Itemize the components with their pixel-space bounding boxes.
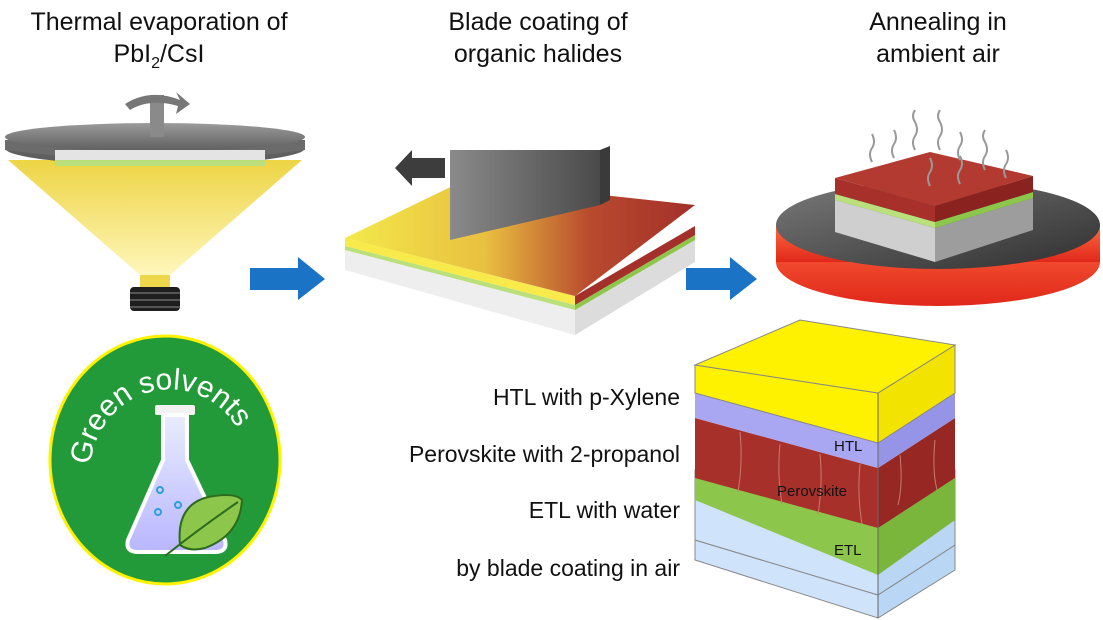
step1-title-line2: PbI2/CsI <box>113 40 205 72</box>
green-solvents-badge <box>48 334 282 586</box>
layer-label-htl: HTL with p-Xylene <box>492 384 680 410</box>
arrow-step1-to-step2 <box>250 257 325 300</box>
device-layer-stack <box>693 319 957 619</box>
step3-title: Annealing in ambient air <box>820 6 1056 70</box>
layer-label-method: by blade coating in air <box>456 555 680 581</box>
evaporation-chamber <box>5 92 305 311</box>
leaf-icon <box>164 494 244 557</box>
stack-tag-perovskite: Perovskite <box>777 483 848 500</box>
arrow-step2-to-step3 <box>686 257 757 300</box>
stack-tag-etl: ETL <box>834 542 862 559</box>
step2-title-line2: organic halides <box>453 40 623 68</box>
annealing-hotplate <box>776 109 1100 306</box>
step2-title: Blade coating of organic halides <box>400 6 676 70</box>
blade-coating-device <box>345 146 695 335</box>
layer-label-etl: ETL with water <box>528 497 680 523</box>
step3-title-line2: ambient air <box>876 40 1000 68</box>
step2-title-line1: Blade coating of <box>448 8 628 36</box>
step3-title-line1: Annealing in <box>869 8 1007 36</box>
layer-label-perovskite: Perovskite with 2-propanol <box>408 441 680 467</box>
step1-title: Thermal evaporation of PbI2/CsI <box>0 6 318 80</box>
stack-tag-htl: HTL <box>834 438 863 455</box>
step1-title-line1: Thermal evaporation of <box>30 8 288 36</box>
